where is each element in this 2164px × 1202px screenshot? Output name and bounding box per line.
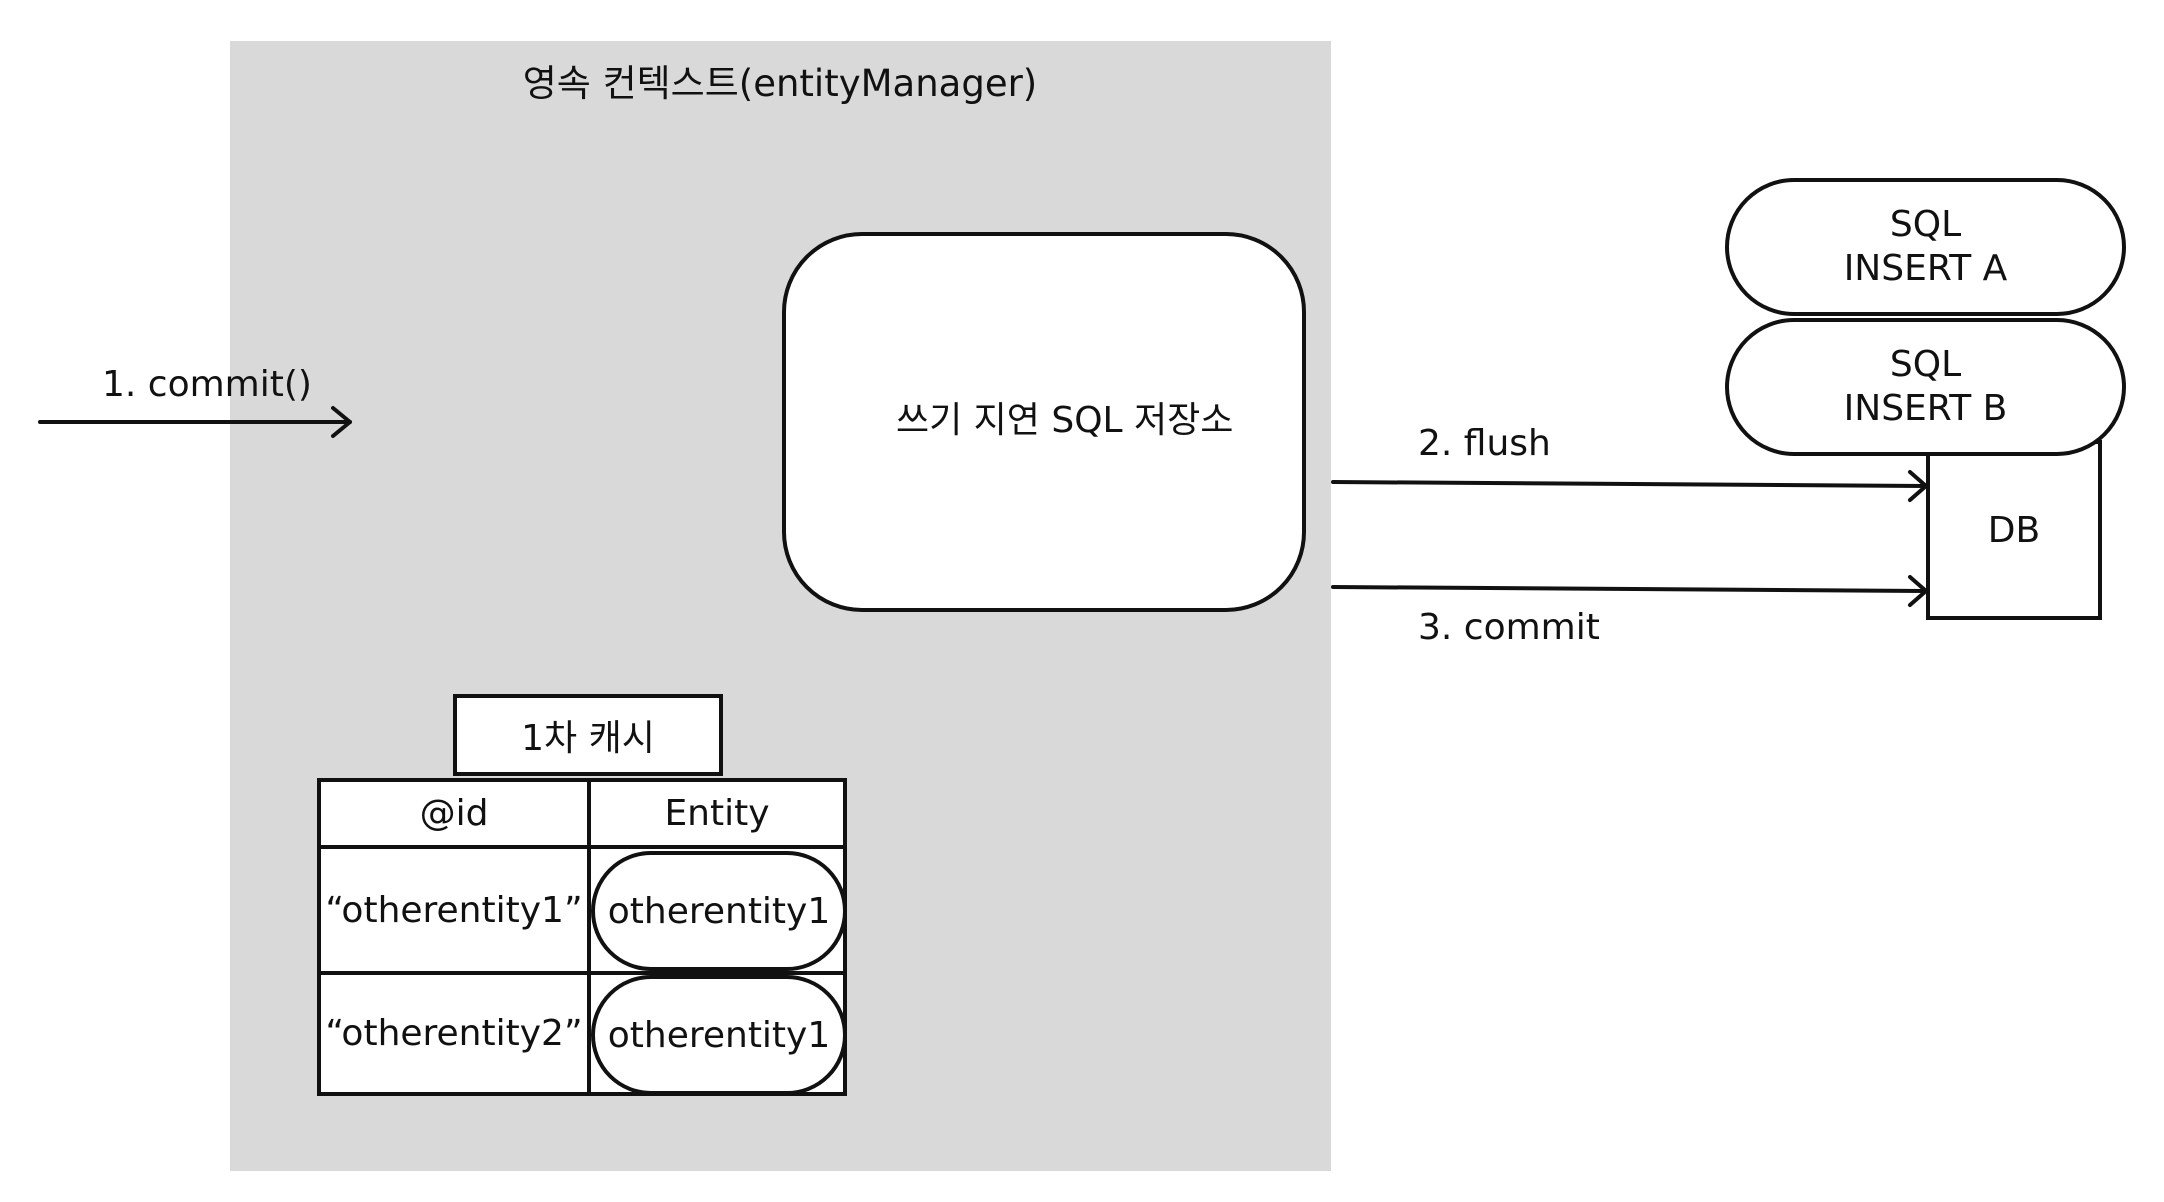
flush-arrow <box>1331 470 1928 502</box>
commit-arrow <box>1331 575 1928 607</box>
cache-column-divider <box>587 782 591 1092</box>
commit-call-arrow <box>38 406 352 438</box>
sql-insert-a: SQL INSERT A <box>1725 178 2126 316</box>
write-behind-sql-store: 쓰기 지연 SQL 저장소 <box>782 232 1306 612</box>
sql-insert-b-line1: SQL <box>1889 344 1962 385</box>
cache-row-2-entity: otherentity1 <box>591 975 847 1095</box>
cache-row-1-id: “otherentity1” <box>325 889 583 931</box>
cache-header-entity: Entity <box>664 793 770 834</box>
step-commit-label: 3. commit <box>1418 607 1600 648</box>
sql-insert-b-line2: INSERT B <box>1843 388 2008 429</box>
cache-row-2-id: “otherentity2” <box>325 1013 583 1054</box>
sql-insert-b: SQL INSERT B <box>1725 318 2126 456</box>
persistence-context-title: 영속 컨텍스트(entityManager) <box>522 62 1038 105</box>
first-level-cache-table: @id Entity “otherentity1” otherentity1 “… <box>317 778 847 1096</box>
step-flush-label: 2. flush <box>1418 423 1551 464</box>
sql-insert-a-line2: INSERT A <box>1843 248 2008 289</box>
write-behind-sql-store-label: 쓰기 지연 SQL 저장소 <box>896 400 1234 441</box>
first-level-cache-title: 1차 캐시 <box>453 694 723 776</box>
cache-row-1-entity: otherentity1 <box>591 851 847 971</box>
cache-header-divider <box>321 845 843 849</box>
cache-header-id: @id <box>419 793 489 834</box>
first-level-cache-title-label: 1차 캐시 <box>521 718 655 759</box>
step-commit-call-label: 1. commit() <box>102 364 312 405</box>
cache-row-divider <box>321 971 843 975</box>
sql-insert-a-line1: SQL <box>1889 204 1962 245</box>
database-box: DB <box>1926 440 2102 620</box>
database-label: DB <box>1987 509 2041 551</box>
